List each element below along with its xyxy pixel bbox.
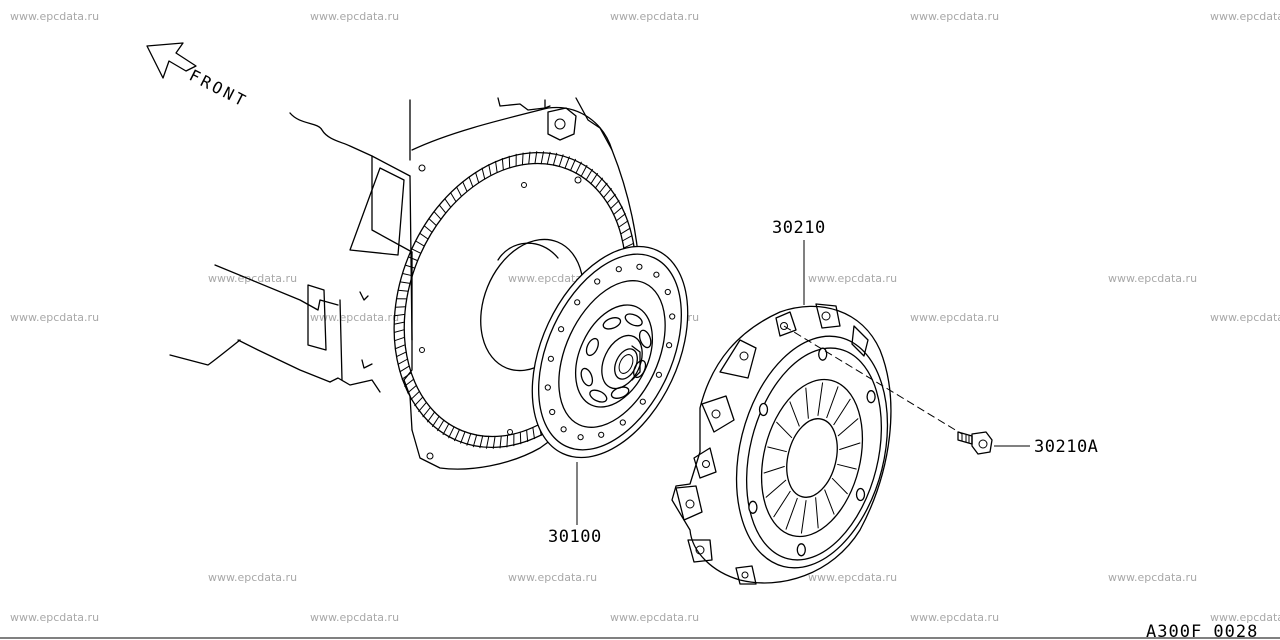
- watermark: www.epcdata.ru: [310, 311, 399, 324]
- disc-rivet: [558, 326, 565, 333]
- watermark: www.epcdata.ru: [310, 10, 399, 23]
- cover-boss: [748, 500, 758, 514]
- watermark: www.epcdata.ru: [1210, 311, 1280, 324]
- part-number-clutch-disc: 30100: [548, 527, 602, 547]
- damper-spring: [589, 389, 608, 403]
- disc-rivet: [615, 266, 622, 273]
- watermark: www.epcdata.ru: [310, 611, 399, 624]
- cover-boss: [818, 347, 828, 361]
- watermark: www.epcdata.ru: [808, 571, 897, 584]
- diaphragm-finger: [763, 382, 861, 534]
- clutch-cover: [671, 303, 892, 585]
- disc-rivet: [653, 271, 660, 278]
- bolt-alignment-dashline: [783, 325, 963, 435]
- cover-boss: [758, 402, 769, 417]
- watermark: www.epcdata.ru: [10, 311, 99, 324]
- cover-bolt: [957, 431, 993, 455]
- disc-rivet: [669, 313, 676, 320]
- watermark: www.epcdata.ru: [10, 611, 99, 624]
- damper-spring: [602, 317, 622, 330]
- watermark: www.epcdata.ru: [508, 571, 597, 584]
- front-direction-label: FRONT: [186, 66, 251, 112]
- damper-spring: [624, 313, 643, 327]
- cover-boss: [855, 487, 866, 502]
- damper-spring: [580, 367, 594, 387]
- disc-rivet: [547, 355, 555, 362]
- watermark: www.epcdata.ru: [808, 272, 897, 285]
- disc-rivet: [594, 278, 601, 285]
- cover-boss: [866, 390, 876, 404]
- disc-rivet: [560, 426, 567, 433]
- disc-rivet: [639, 398, 646, 405]
- watermark: www.epcdata.ru: [1108, 272, 1197, 285]
- disc-rivet: [577, 434, 584, 441]
- flywheel-ring-gear: [393, 151, 637, 449]
- watermark: www.epcdata.ru: [208, 571, 297, 584]
- watermark: www.epcdata.ru: [910, 10, 999, 23]
- disc-rivet: [666, 342, 673, 349]
- disc-rivet: [655, 371, 663, 378]
- watermark-layer: www.epcdata.ru www.epcdata.ru www.epcdata.…: [10, 10, 1280, 624]
- disc-rivet: [544, 384, 551, 391]
- watermark: www.epcdata.ru: [1210, 10, 1280, 23]
- disc-rivet: [574, 299, 581, 306]
- diagram-code: A300F 0028: [1146, 622, 1258, 640]
- disc-rivet: [636, 263, 643, 270]
- bell-housing-flange: [411, 106, 641, 470]
- disc-rivet: [664, 288, 671, 296]
- part-number-cover-bolt: 30210A: [1034, 437, 1098, 457]
- part-number-clutch-cover: 30210: [772, 218, 826, 238]
- disc-rivet: [619, 419, 626, 426]
- watermark: www.epcdata.ru: [610, 611, 699, 624]
- watermark: www.epcdata.ru: [610, 10, 699, 23]
- watermark: www.epcdata.ru: [910, 311, 999, 324]
- cover-boss: [796, 543, 806, 557]
- front-arrow-icon: [146, 42, 197, 79]
- watermark: www.epcdata.ru: [910, 611, 999, 624]
- watermark: www.epcdata.ru: [10, 10, 99, 23]
- watermark: www.epcdata.ru: [1108, 571, 1197, 584]
- disc-rivet: [549, 408, 556, 416]
- damper-spring: [638, 329, 652, 349]
- watermark: www.epcdata.ru: [1210, 611, 1280, 624]
- clutch-disc: [531, 245, 689, 459]
- disc-rivet: [598, 431, 605, 438]
- watermark: www.epcdata.ru: [208, 272, 297, 285]
- damper-spring: [585, 337, 599, 357]
